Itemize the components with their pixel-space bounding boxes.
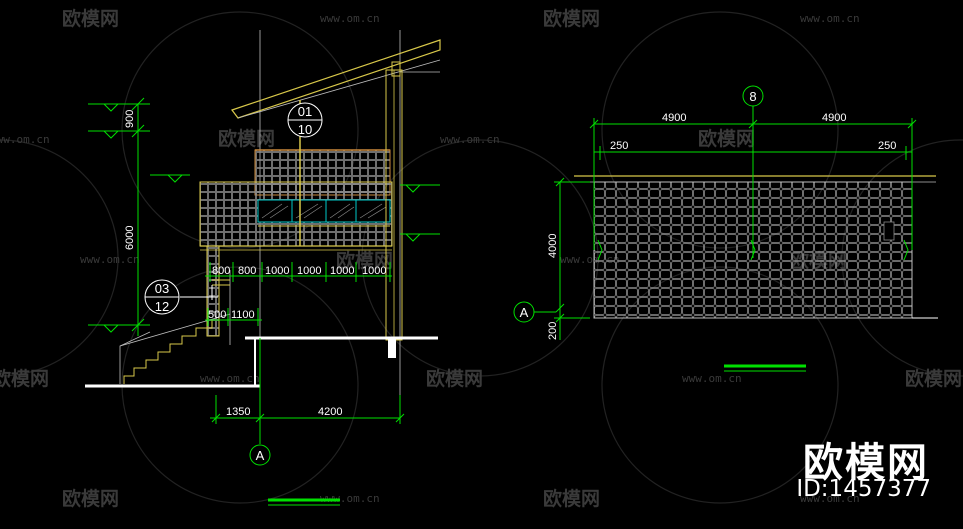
plan-title-underline	[724, 364, 806, 372]
drawing-title-underline	[268, 498, 340, 506]
watermark-brand: 欧模网	[62, 487, 119, 510]
dim-spacing: 1000	[297, 265, 321, 277]
dim-base: 500	[208, 309, 226, 321]
spacing-dimension-row: 800 800 1000 1000 1000 1000	[205, 262, 392, 282]
top-dimension-row	[589, 106, 917, 261]
watermark-url: www.om.cn	[320, 492, 380, 505]
dim-spacing: 1000	[362, 265, 386, 277]
watermark-url: www.om.cn	[440, 133, 500, 146]
watermark-brand: 欧模网	[336, 249, 393, 272]
bottom-dimension-row: 1350 4200	[210, 338, 405, 444]
watermark-brand: 欧模网	[218, 127, 275, 150]
watermark-url: www.om.cn	[800, 12, 860, 25]
watermark-url: www.om.cn	[80, 253, 140, 266]
level-markers-right	[400, 184, 440, 242]
watermark-brand: 欧模网	[543, 487, 600, 510]
base-dimension-row: 500 1100	[205, 308, 262, 326]
level-markers	[88, 97, 190, 336]
dim-height: 200	[547, 322, 559, 340]
dim-spacing: 800	[212, 265, 230, 277]
section-tag-top-number: 01	[298, 104, 312, 119]
watermark-brand: 欧模网	[698, 127, 755, 150]
dim-top: 4900	[822, 112, 846, 124]
dim-spacing: 800	[238, 265, 256, 277]
axis-label: A	[520, 305, 529, 320]
dim-top-level: 900	[124, 110, 136, 128]
axis-bubble-a: A	[249, 444, 271, 466]
watermark-url: www.om.cn	[200, 372, 260, 385]
watermark-layer: 欧模网 欧模网 欧模网 欧模网 欧模网 欧模网 欧模网 欧模网 欧模网 欧模网 …	[0, 7, 963, 510]
elevation-drawing: 900 6000 01 10 03 12	[85, 30, 441, 506]
axis-bubble-8: 8	[742, 85, 764, 107]
side-dimension-row	[554, 177, 590, 340]
window-band	[257, 199, 391, 227]
axis-bubble-a-side: A	[513, 301, 556, 323]
roof	[231, 39, 441, 119]
dim-base: 1100	[231, 309, 255, 321]
section-tag-bottom-number: 10	[298, 122, 312, 137]
dim-edge: 250	[610, 140, 628, 152]
watermark-brand: 欧模网	[62, 7, 119, 30]
watermark-url-marks: www.om.cn www.om.cn www.om.cn www.om.cn …	[0, 12, 860, 505]
axis-label: 8	[749, 89, 756, 104]
watermark-brand: 欧模网	[543, 7, 600, 30]
section-tag-03-12: 03 12	[144, 279, 218, 315]
watermark-brand: 欧模网	[426, 367, 483, 390]
dim-spacing: 1000	[330, 265, 354, 277]
ground-lines	[85, 336, 438, 388]
section-tag-bottom-number: 12	[155, 299, 169, 314]
dim-height: 4000	[547, 234, 559, 258]
watermark-corner-id: ID:1457377	[796, 476, 931, 502]
dim-spacing: 1000	[265, 265, 289, 277]
dim-main-level: 6000	[124, 226, 136, 250]
section-tag-01-10: 01 10	[287, 102, 323, 138]
watermark-brand: 欧模网	[0, 367, 49, 390]
watermark-url: www.om.cn	[682, 372, 742, 385]
watermark-corner-brand: 欧模网	[803, 440, 929, 486]
plan-drawing: 4900 4900 250 250 4000 200 8 A	[513, 85, 938, 372]
dim-bottom: 1350	[226, 406, 250, 418]
dim-top: 4900	[662, 112, 686, 124]
watermark-brand: 欧模网	[905, 367, 962, 390]
watermark-url: www.om.cn	[0, 133, 50, 146]
section-tag-top-number: 03	[155, 281, 169, 296]
stair	[119, 313, 231, 384]
watermark-url: www.om.cn	[800, 492, 860, 505]
dim-bottom: 4200	[318, 406, 342, 418]
dim-edge: 250	[878, 140, 896, 152]
watermark-url: www.om.cn	[320, 12, 380, 25]
axis-label: A	[256, 448, 265, 463]
